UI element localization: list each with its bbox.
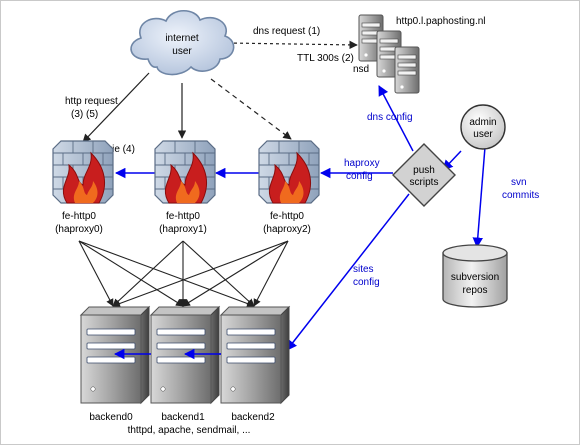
- backend1-server: [149, 305, 221, 405]
- push-scripts-label-line1: push: [413, 165, 435, 176]
- svn-commits-label-line1: svn: [511, 177, 527, 188]
- firewall-fe2: [258, 140, 320, 204]
- admin-user-node: admin user: [460, 104, 506, 150]
- http-request-label-line1: http request: [65, 96, 118, 107]
- dns-request-arrow: [227, 40, 358, 50]
- fe2-label-line1: fe-http0: [270, 211, 304, 222]
- svn-repos-label-line1: subversion: [451, 272, 499, 283]
- fe0-label-line2: (haproxy0): [55, 224, 103, 235]
- dns-request-label: dns request (1): [253, 26, 320, 37]
- edges-black: [78, 40, 358, 308]
- fe2-label-line2: (haproxy2): [263, 224, 311, 235]
- http-request-fe0-arrow: [82, 72, 150, 143]
- nsd-servers: http0.l.paphosting.nl nsd: [353, 14, 486, 94]
- backend2-label: backend2: [231, 412, 275, 423]
- ttl-label: TTL 300s (2): [297, 53, 354, 64]
- haproxy-config-label-line2: config: [346, 171, 373, 182]
- dns-config-label: dns config: [367, 112, 413, 123]
- admin-user-label-line2: user: [473, 129, 493, 140]
- backend-services-label: thttpd, apache, sendmail, ...: [128, 425, 251, 436]
- backend2-server: [219, 305, 291, 405]
- admin-user-label-line1: admin: [469, 117, 496, 128]
- push-scripts-node: push scripts: [392, 143, 456, 207]
- backend0-label: backend0: [89, 412, 133, 423]
- fe0-label-line1: fe-http0: [62, 211, 96, 222]
- nsd-label: nsd: [353, 64, 369, 75]
- firewall-fe1: [154, 140, 216, 204]
- fe1-label-line2: (haproxy1): [159, 224, 207, 235]
- dns-host-label: http0.l.paphosting.nl: [396, 16, 486, 27]
- internet-user-label-line2: user: [172, 46, 192, 57]
- firewall-fe0: [52, 140, 114, 204]
- svn-commits-label-line2: commits: [502, 190, 539, 201]
- svn-commits-arrow: [472, 146, 486, 249]
- backend1-label: backend1: [161, 412, 205, 423]
- sites-config-arrow: [286, 193, 410, 351]
- internet-user-cloud: internet user: [130, 9, 235, 76]
- backend0-server: [79, 305, 151, 405]
- haproxy-config-label-line1: haproxy: [344, 158, 380, 169]
- sites-config-label-line2: config: [353, 277, 380, 288]
- http-request-dashed-arrow: [210, 78, 292, 140]
- http-request-label-line2: (3) (5): [71, 109, 98, 120]
- fe1-label-line1: fe-http0: [166, 211, 200, 222]
- sites-config-label-line1: sites: [353, 264, 374, 275]
- fe-backend-mesh: [78, 240, 289, 308]
- svn-repos-node: subversion repos: [442, 244, 508, 308]
- svn-repos-label-line2: repos: [462, 285, 487, 296]
- dns-config-arrow: [378, 85, 414, 152]
- push-scripts-label-line2: scripts: [410, 177, 439, 188]
- internet-user-label-line1: internet: [165, 33, 199, 44]
